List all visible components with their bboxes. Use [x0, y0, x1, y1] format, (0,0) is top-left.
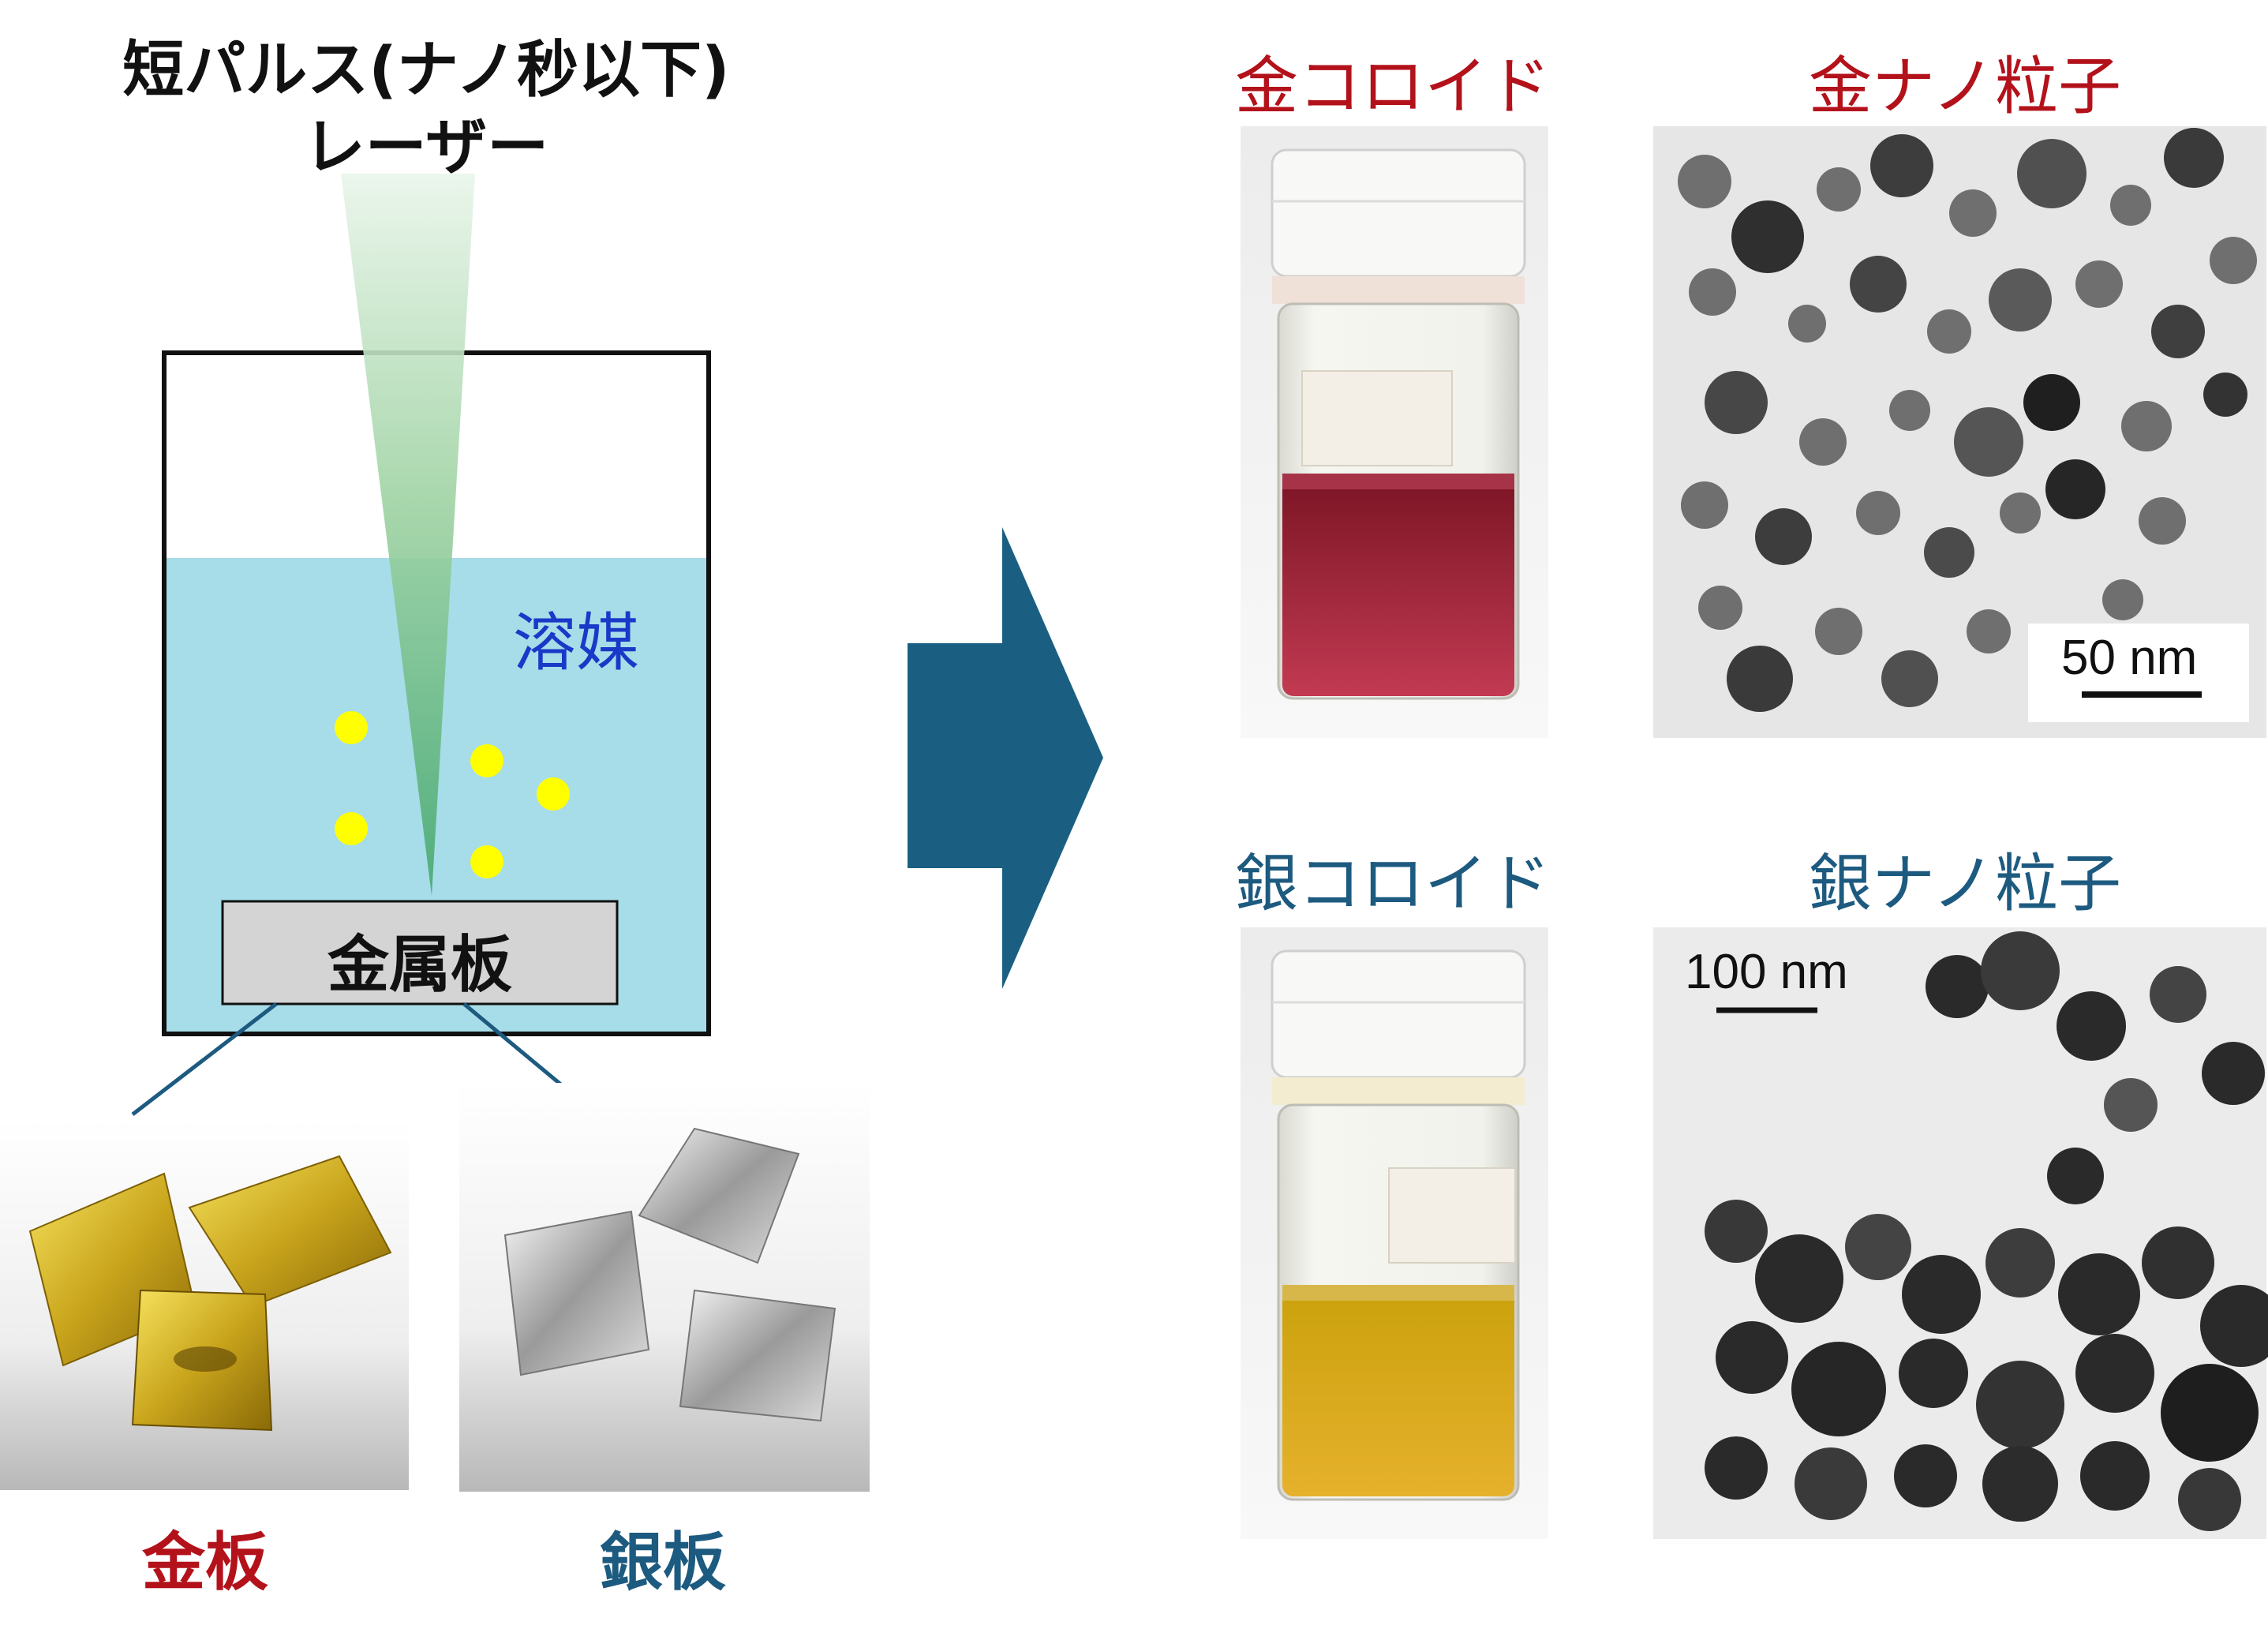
silver-nanoparticle-label: 銀ナノ粒子	[1809, 847, 2121, 920]
laser-title-line1: 短パルス(ナノ秒以下)	[122, 35, 730, 106]
dispersed-particles	[335, 711, 570, 878]
silver-plate-label: 銀板	[600, 1526, 726, 1599]
silver-plates-photo	[459, 1083, 870, 1492]
laser-title: 短パルス(ナノ秒以下) レーザー	[32, 32, 821, 186]
metal-plate	[221, 900, 619, 1005]
silver-tem-image	[1653, 927, 2268, 1539]
laser-beam	[341, 174, 475, 896]
gold-plates-photo	[0, 1119, 409, 1490]
gold-plate-label: 金板	[142, 1526, 268, 1599]
gold-colloid-photo	[1241, 126, 1548, 738]
silver-scale-label: 100 nm	[1685, 945, 1848, 999]
metal-plate-label: 金属板	[327, 930, 512, 1001]
silver-colloid-photo	[1241, 927, 1548, 1539]
gold-scale-label: 50 nm	[2061, 631, 2198, 685]
silver-colloid-label: 銀コロイド	[1235, 847, 1551, 920]
solvent-label: 溶媒	[513, 606, 639, 680]
gold-colloid-label: 金コロイド	[1235, 50, 1551, 123]
process-arrow	[908, 527, 1103, 989]
laser-title-line2: レーザー	[303, 112, 549, 183]
gold-nanoparticle-label: 金ナノ粒子	[1809, 50, 2121, 123]
gold-scale-box	[2028, 624, 2249, 722]
connector-line-gold	[131, 1002, 278, 1116]
